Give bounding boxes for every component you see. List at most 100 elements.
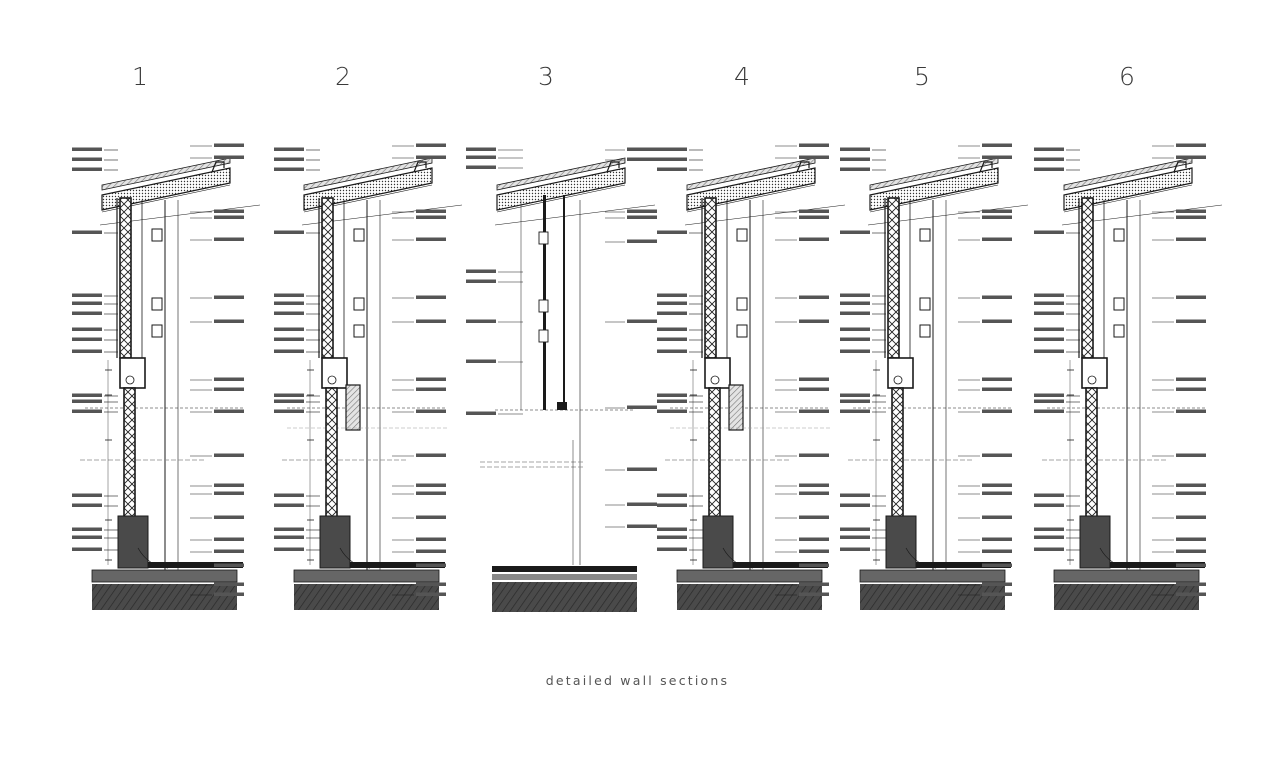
note-text [1176, 143, 1206, 147]
note-text [416, 209, 446, 213]
concrete-plinth [702, 515, 734, 569]
note-text [1176, 387, 1206, 391]
ground-earth [860, 584, 1005, 610]
note-text [274, 409, 304, 413]
note-text [627, 319, 657, 323]
section-number-6: 6 [1119, 62, 1135, 91]
note-text [274, 547, 304, 551]
note-text [72, 535, 102, 539]
note-text [1176, 155, 1206, 159]
anchor-box [1113, 297, 1125, 311]
note-text [840, 399, 870, 403]
note-text [1176, 319, 1206, 323]
parapet [796, 161, 810, 173]
anchor-box [151, 297, 163, 311]
note-text [627, 215, 657, 219]
floor-finish [733, 562, 828, 568]
note-text [416, 515, 446, 519]
note-text [840, 547, 870, 551]
masonry-wall-upper [887, 197, 900, 359]
anchor-box [919, 297, 931, 311]
note-text [1176, 209, 1206, 213]
anchor-box [353, 324, 365, 338]
note-text [274, 147, 304, 151]
note-text [627, 239, 657, 243]
anchor-box [1113, 228, 1125, 242]
note-text [1034, 535, 1064, 539]
note-text [1176, 592, 1206, 596]
note-text [799, 592, 829, 596]
section-number-5: 5 [914, 62, 930, 91]
note-text [274, 493, 304, 497]
floor-finish [916, 562, 1011, 568]
ground-earth [677, 584, 822, 610]
note-text [274, 311, 304, 315]
note-text [840, 167, 870, 171]
floor-finish [148, 562, 243, 568]
note-text [982, 582, 1012, 586]
note-text [982, 295, 1012, 299]
note-text [627, 467, 657, 471]
note-text [627, 147, 657, 151]
note-text [1034, 399, 1064, 403]
note-text [72, 349, 102, 353]
note-text [72, 393, 102, 397]
note-text [657, 293, 687, 297]
floor-finish [492, 566, 637, 572]
anchor-box [151, 228, 163, 242]
roof-slab [101, 167, 231, 211]
note-text [657, 493, 687, 497]
anchor-box [151, 324, 163, 338]
note-text [416, 295, 446, 299]
note-text [1176, 453, 1206, 457]
note-text [1176, 483, 1206, 487]
note-text [466, 147, 496, 151]
section-number-4: 4 [734, 62, 750, 91]
masonry-wall-lower [325, 387, 338, 519]
masonry-wall-upper [1081, 197, 1094, 359]
note-text [466, 165, 496, 169]
note-text [799, 237, 829, 241]
note-text [274, 167, 304, 171]
note-text [274, 301, 304, 305]
note-text [840, 327, 870, 331]
note-text [627, 157, 657, 161]
note-text [627, 405, 657, 409]
note-text [72, 399, 102, 403]
drawing-caption: detailed wall sections [545, 673, 730, 688]
wall-section-1 [72, 143, 261, 610]
note-text [1176, 409, 1206, 413]
note-text [466, 269, 496, 273]
note-text [982, 515, 1012, 519]
note-text [416, 143, 446, 147]
note-text [416, 409, 446, 413]
note-text [982, 409, 1012, 413]
note-text [1176, 237, 1206, 241]
note-text [982, 209, 1012, 213]
note-text [416, 549, 446, 553]
note-text [1034, 393, 1064, 397]
note-text [1176, 549, 1206, 553]
note-text [982, 483, 1012, 487]
note-text [416, 155, 446, 159]
note-text [214, 377, 244, 381]
slab [91, 569, 238, 583]
ceiling-line [494, 204, 656, 226]
note-text [627, 524, 657, 528]
slab [676, 569, 823, 583]
note-text [657, 547, 687, 551]
note-text [214, 209, 244, 213]
note-text [416, 563, 446, 567]
note-text [416, 483, 446, 487]
note-text [1034, 157, 1064, 161]
note-text [657, 147, 687, 151]
note-text [466, 279, 496, 283]
note-text [214, 155, 244, 159]
slab [1053, 569, 1200, 583]
masonry-wall-lower [123, 387, 136, 519]
note-text [274, 399, 304, 403]
note-text [657, 409, 687, 413]
note-text [1034, 493, 1064, 497]
